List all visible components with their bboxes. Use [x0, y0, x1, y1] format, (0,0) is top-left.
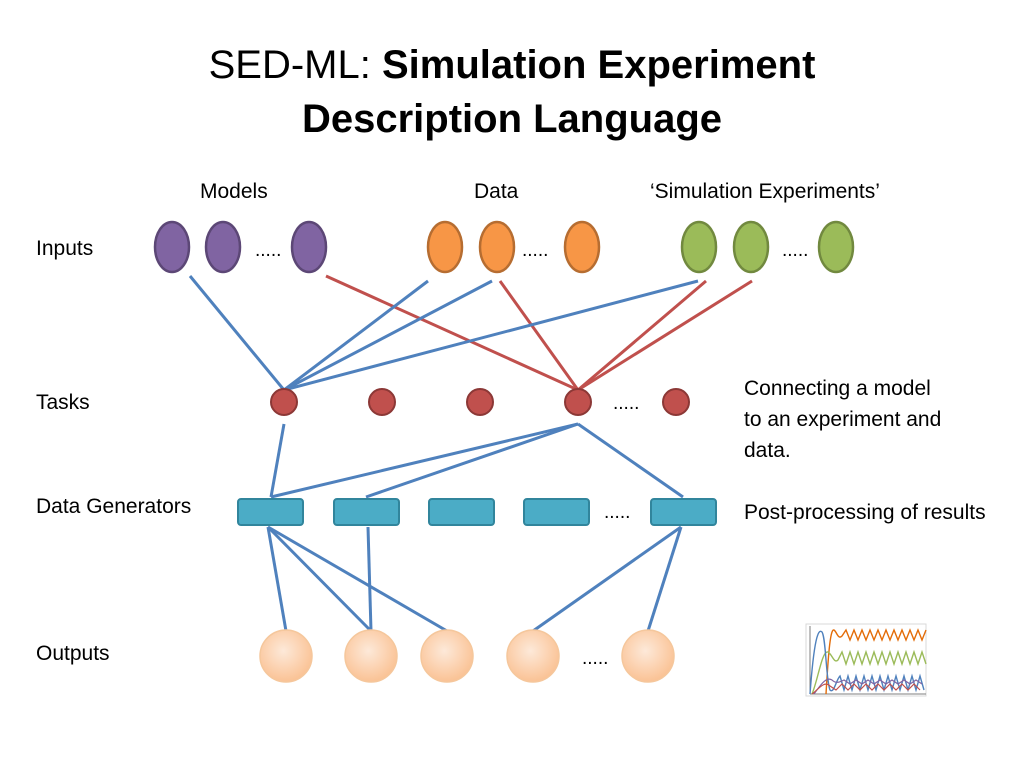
ellipsis-data: .....: [522, 240, 548, 261]
title-line-1: SED-ML: Simulation Experiment: [0, 38, 1024, 92]
edge-gen5-out4: [532, 525, 682, 633]
edge-sim1-task1: [283, 279, 699, 392]
row-label-data-generators: Data Generators: [36, 495, 192, 518]
tasks-description: Connecting a model to an experiment and …: [744, 373, 941, 466]
edge-task1-gen1: [269, 423, 286, 498]
model-node: [290, 220, 328, 274]
edge-task4-gen5: [577, 422, 684, 499]
data-generator-node: [650, 498, 717, 526]
simulation-experiment-node: [680, 220, 718, 274]
ellipsis-outputs: .....: [582, 648, 608, 669]
tasks-description-line-3: data.: [744, 439, 791, 462]
data-generator-node: [333, 498, 400, 526]
edge-sim1-task4: [577, 279, 707, 392]
task-node: [466, 388, 494, 416]
edge-task4-gen2: [365, 422, 579, 499]
output-node: [506, 629, 560, 683]
output-node: [259, 629, 313, 683]
data-node: [426, 220, 464, 274]
ellipsis-generators: .....: [604, 502, 630, 523]
model-node: [204, 220, 242, 274]
data-generator-node: [237, 498, 304, 526]
edge-data2-task1: [283, 279, 493, 392]
row-label-inputs: Inputs: [36, 237, 94, 260]
plot-curve-green: [811, 649, 927, 695]
ellipsis-models: .....: [255, 240, 281, 261]
slide-title: SED-ML: Simulation Experiment Descriptio…: [0, 38, 1024, 146]
edge-model1-task1: [188, 275, 286, 391]
plot-curve-red: [811, 683, 921, 695]
row-label-outputs: Outputs: [36, 642, 110, 665]
tasks-description-line-1: Connecting a model: [744, 377, 931, 400]
header-data: Data: [474, 180, 519, 203]
data-node: [563, 220, 601, 274]
output-node: [621, 629, 675, 683]
plot-curve-orange: [825, 628, 927, 695]
edge-task4-gen1: [270, 422, 579, 499]
ellipsis-tasks: .....: [613, 393, 639, 414]
edge-data1-task1: [283, 279, 429, 392]
simulation-experiment-node: [732, 220, 770, 274]
edge-gen2-out2: [366, 526, 373, 632]
task-node: [368, 388, 396, 416]
edge-model3-task4: [325, 274, 579, 392]
simulation-experiment-node: [817, 220, 855, 274]
plot-curve-purple: [813, 678, 923, 695]
header-simulation-experiments: ‘Simulation Experiments’: [650, 180, 880, 203]
task-node: [662, 388, 690, 416]
row-label-tasks: Tasks: [36, 391, 90, 414]
edge-sim2-task4: [577, 279, 753, 392]
title-bold-line-2: Description Language: [301, 97, 723, 141]
data-generator-node: [523, 498, 590, 526]
data-generator-node: [428, 498, 495, 526]
task-node: [564, 388, 592, 416]
edge-gen1-out1: [266, 526, 288, 632]
edge-data2-task4: [498, 280, 580, 391]
plot-curve-blue: [809, 630, 925, 695]
output-node: [344, 629, 398, 683]
output-node: [420, 629, 474, 683]
title-prefix: SED-ML:: [208, 43, 382, 87]
data-node: [478, 220, 516, 274]
ellipsis-sim: .....: [782, 240, 808, 261]
model-node: [153, 220, 191, 274]
edge-gen5-out5: [646, 526, 683, 632]
data-generators-description: Post-processing of results: [744, 501, 986, 524]
title-bold-line-1: Simulation Experiment: [381, 43, 816, 87]
header-models: Models: [200, 180, 268, 203]
simulation-plot-thumbnail: [805, 623, 927, 697]
edge-gen1-out2: [266, 525, 373, 633]
edge-gen1-out3: [267, 525, 448, 633]
task-node: [270, 388, 298, 416]
tasks-description-line-2: to an experiment and: [744, 408, 942, 431]
